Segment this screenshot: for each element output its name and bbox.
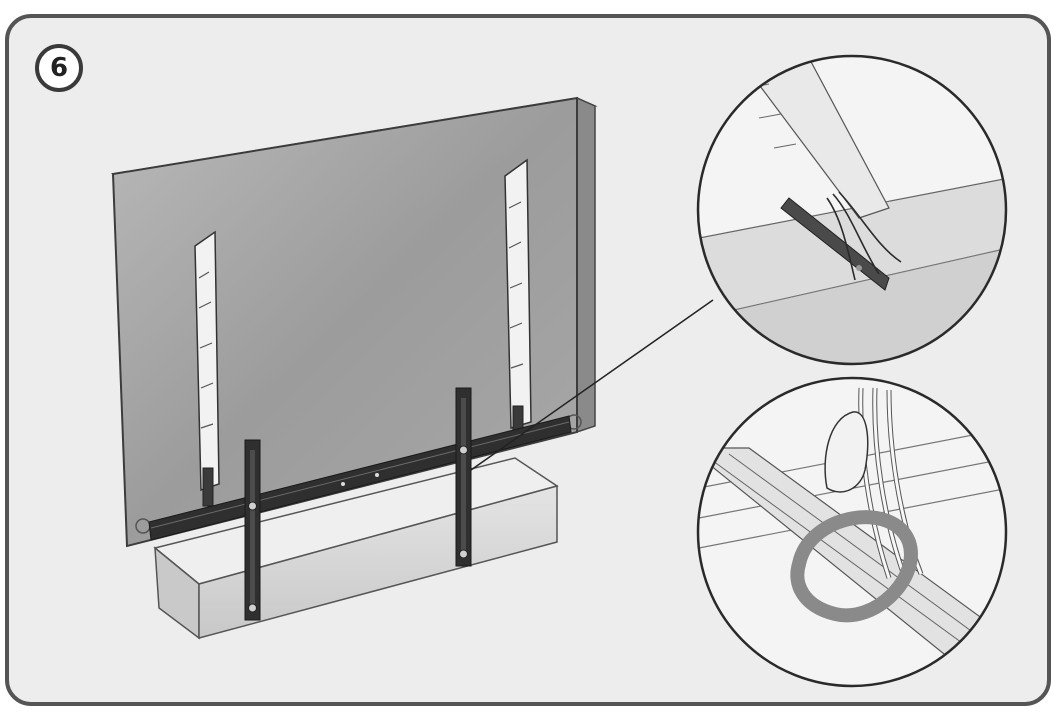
step-number-badge: 6	[35, 44, 83, 92]
soundbar-vertical-bracket-right	[455, 387, 472, 567]
detail-view-cable-routing	[696, 54, 1008, 366]
soundbar-vertical-bracket-left	[244, 439, 261, 621]
detail-leader-line	[470, 299, 714, 471]
tv-bracket-left	[194, 230, 220, 507]
instruction-panel: 6	[5, 14, 1051, 706]
mounting-illustration	[110, 54, 1008, 688]
detail-view-cable-tie	[696, 376, 1008, 688]
